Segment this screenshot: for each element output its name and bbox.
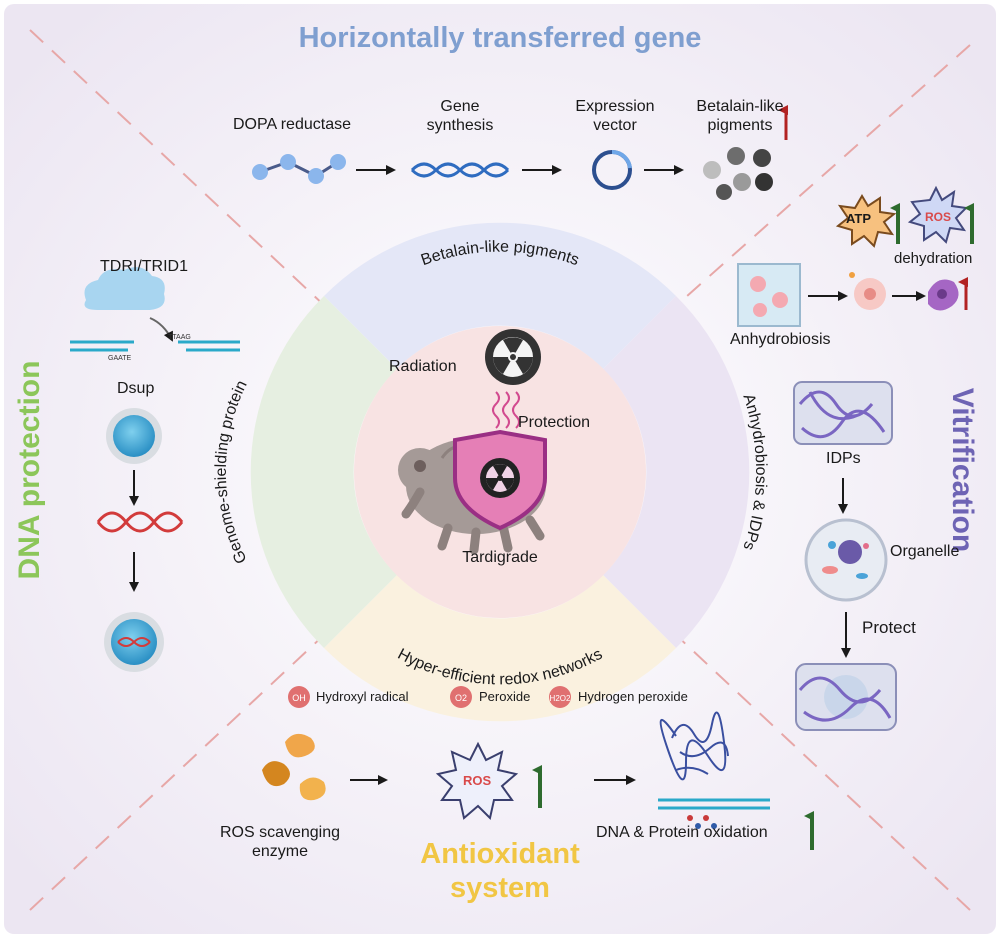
- svg-text:OH: OH: [292, 693, 306, 703]
- dna-fragment-right-icon: [178, 340, 240, 352]
- ring-left-sector: [250, 296, 397, 648]
- dna-fragment-left-icon: [70, 340, 134, 352]
- single-cell-icon: [849, 272, 886, 310]
- bottom-title-line1: Antioxidant: [420, 838, 580, 870]
- diagonal-dash-tl: [29, 29, 343, 323]
- protected-dna-cell-icon: [104, 612, 164, 672]
- radiation-icon: [485, 329, 541, 385]
- hydrated-tissue-icon: [737, 263, 801, 327]
- dna-strand-bottom-icon: [658, 798, 770, 810]
- plasmid-icon: [592, 149, 632, 190]
- gene-synthesis-label-1: Gene: [440, 98, 480, 115]
- peroxide-label: Peroxide: [479, 689, 531, 704]
- top-title: Horizontally transferred gene: [298, 22, 702, 54]
- right-title: Vitrification: [946, 387, 979, 553]
- ros-enzyme-label-1: ROS scavenging: [219, 824, 341, 841]
- dna-helix-icon: [410, 162, 510, 178]
- ros-enzyme-label-2: enzyme: [251, 843, 309, 860]
- tdri-label: TDRI/TRID1: [100, 258, 188, 275]
- betalain-pigments-label-2: pigments: [707, 117, 773, 134]
- dehydration-label: dehydration: [894, 250, 973, 267]
- left-title: DNA protection: [13, 360, 46, 580]
- oxidation-label: DNA & Protein oxidation: [596, 824, 768, 841]
- protection-label: Protection: [518, 414, 591, 431]
- bottom-title-line2: system: [450, 872, 550, 904]
- idps-label: IDPs: [826, 450, 861, 467]
- shield-icon: [453, 429, 547, 531]
- dna-sequence-1: GAATE: [108, 355, 132, 362]
- protein-structure-icon: [659, 711, 729, 781]
- ros-top-label: ROS: [925, 210, 952, 224]
- dehydrated-cell-icon: [928, 279, 959, 311]
- enzyme-cluster-icon: [262, 733, 326, 801]
- protected-organelle-icon: [795, 663, 897, 731]
- ring-bottom-sector: [324, 575, 676, 722]
- dna-sequence-2: TTAAG: [168, 334, 191, 341]
- cloud-protein-icon: [84, 267, 173, 342]
- dna-double-helix-icon: [96, 511, 184, 533]
- ros-burst-icon: [907, 185, 969, 244]
- protect-label: Protect: [862, 618, 916, 637]
- hydroxyl-radical-label: Hydroxyl radical: [316, 689, 409, 704]
- radiation-label: Radiation: [389, 358, 457, 375]
- oxidation-dots-icon: [687, 815, 717, 829]
- pigment-granules-icon: [703, 147, 773, 200]
- expression-vector-label-1: Expression: [575, 98, 655, 115]
- ring-right-sector: [603, 296, 750, 648]
- atp-label: ATP: [846, 211, 872, 226]
- expression-vector-label-2: vector: [593, 117, 637, 134]
- diagonal-dash-br: [659, 619, 971, 911]
- ros-bottom-label: ROS: [463, 773, 492, 788]
- diagonal-dash-tr: [659, 44, 971, 321]
- organelle-label: Organelle: [890, 543, 960, 560]
- svg-text:O2: O2: [455, 693, 467, 703]
- dsup-label: Dsup: [117, 380, 155, 397]
- diagonal-dash-bl: [29, 619, 341, 911]
- peroxide-icon: O2: [450, 686, 472, 708]
- ring-top-sector: [324, 222, 676, 369]
- hydrogen-peroxide-label: Hydrogen peroxide: [578, 689, 688, 704]
- tardigrade-label: Tardigrade: [462, 549, 538, 566]
- dsup-cell-icon: [106, 408, 162, 464]
- betalain-pigments-label-1: Betalain-like: [696, 98, 784, 115]
- idp-network-icon: [793, 381, 893, 445]
- atp-burst-icon: [835, 194, 897, 248]
- dopa-reductase-label: DOPA reductase: [233, 116, 351, 133]
- ros-burst-bottom-icon: [435, 741, 519, 820]
- organelle-cell-icon: [804, 518, 888, 602]
- hydroxyl-radical-icon: OH: [288, 686, 310, 708]
- peptide-chain-icon: [252, 154, 346, 184]
- radiation-wave-icon: [492, 391, 520, 429]
- gene-synthesis-label-2: synthesis: [426, 117, 494, 134]
- anhydrobiosis-label: Anhydrobiosis: [730, 331, 831, 348]
- hydrogen-peroxide-icon: H2O2: [549, 686, 571, 708]
- svg-text:H2O2: H2O2: [550, 694, 571, 703]
